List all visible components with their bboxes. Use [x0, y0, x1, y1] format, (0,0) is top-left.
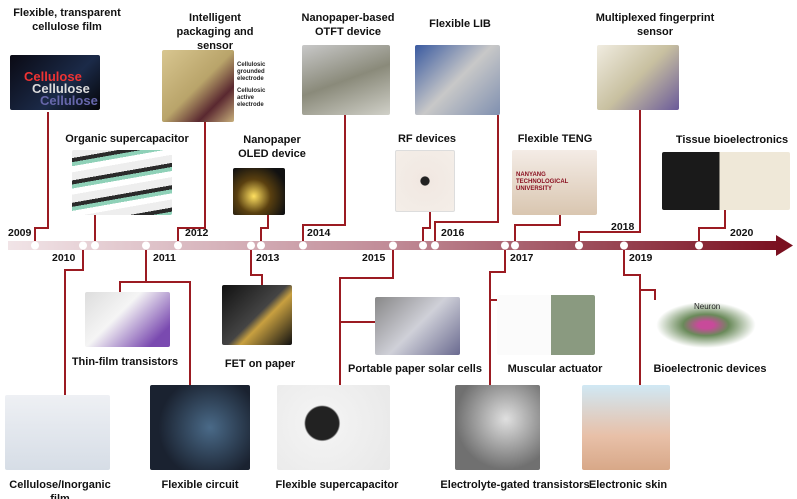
timeline-dot	[419, 241, 427, 250]
label-fingerprint-sensor: Multiplexed fingerprint sensor	[595, 12, 715, 38]
timeline-dot	[91, 241, 99, 250]
image-thin-film-transistors	[85, 292, 170, 347]
year-2020: 2020	[730, 227, 754, 239]
label-inorganic-film: Cellulose/Inorganic film	[9, 479, 111, 499]
label-intelligent-packaging: Intelligent packaging and sensor	[176, 12, 254, 52]
year-2009: 2009	[8, 227, 32, 239]
label-electrolyte-gated-transistors: Electrolyte-gated transistors	[440, 479, 590, 491]
timeline-dot	[247, 241, 255, 250]
timeline-dot	[389, 241, 397, 250]
year-2019: 2019	[629, 252, 653, 264]
timeline-dot	[31, 241, 39, 250]
year-2018: 2018	[611, 221, 635, 233]
year-2011: 2011	[153, 252, 176, 264]
year-2015: 2015	[362, 252, 386, 264]
label-tissue-bioelectronics: Tissue bioelectronics	[675, 134, 789, 146]
timeline-dot	[511, 241, 519, 250]
year-2012: 2012	[185, 227, 209, 239]
year-2014: 2014	[307, 227, 331, 239]
label-flexible-supercapacitor: Flexible supercapacitor	[275, 479, 399, 491]
image-organic-supercapacitor	[72, 150, 172, 215]
timeline-dot	[142, 241, 150, 250]
label-muscular-actuator: Muscular actuator	[507, 363, 603, 375]
label-nanopaper-oled: Nanopaper OLED device	[238, 134, 306, 160]
timeline-dot	[501, 241, 509, 250]
label-flexible-circuit: Flexible circuit	[161, 479, 239, 491]
year-2016: 2016	[441, 227, 465, 239]
timeline-dot	[299, 241, 307, 250]
image-inorganic-film	[5, 395, 110, 470]
image-flexible-teng: NANYANG TECHNOLOGICAL UNIVERSITY	[512, 150, 597, 215]
timeline-dots	[31, 241, 703, 250]
label-fet-on-paper: FET on paper	[224, 358, 296, 370]
connector-lines	[34, 110, 726, 395]
label-cellulose-film: Flexible, transparent cellulose film	[13, 7, 121, 33]
image-flexible-lib	[415, 45, 500, 115]
image-flexible-supercapacitor	[277, 385, 390, 470]
label-nanopaper-otft: Nanopaper-based OTFT device	[301, 12, 395, 38]
image-nanopaper-oled	[233, 168, 285, 215]
image-fet-on-paper	[222, 285, 292, 345]
image-muscular-actuator	[497, 295, 595, 355]
label-electronic-skin: Electronic skin	[588, 479, 668, 491]
year-2013: 2013	[256, 252, 280, 264]
image-intelligent-packaging	[162, 50, 234, 122]
year-2010: 2010	[52, 252, 76, 264]
timeline-dot	[431, 241, 439, 250]
timeline-dot	[575, 241, 583, 250]
label-flexible-teng: Flexible TENG	[517, 133, 593, 145]
image-solar-cells	[375, 297, 460, 355]
image-bioelectronic-devices: Neuron	[652, 300, 760, 350]
label-organic-supercapacitor: Organic supercapacitor	[65, 133, 189, 145]
image-fingerprint-sensor	[597, 45, 679, 110]
image-flexible-circuit	[150, 385, 250, 470]
timeline-dot	[174, 241, 182, 250]
timeline-dot	[257, 241, 265, 250]
label-flexible-lib: Flexible LIB	[429, 18, 491, 30]
timeline-dot	[79, 241, 87, 250]
label-thin-film-transistors: Thin-film transistors	[71, 356, 179, 368]
image-nanopaper-otft	[302, 45, 390, 115]
image-tissue-bioelectronics	[662, 152, 790, 210]
label-rf-devices: RF devices	[397, 133, 457, 145]
image-electrolyte-gated-transistors	[455, 385, 540, 470]
timeline-dot	[695, 241, 703, 250]
timeline-arrowhead	[776, 235, 793, 256]
label-solar-cells: Portable paper solar cells	[348, 363, 482, 375]
image-rf-devices	[395, 150, 455, 212]
annotation-grounded-electrode: Cellulosic grounded electrode	[237, 62, 266, 82]
label-bioelectronic-devices: Bioelectronic devices	[653, 363, 767, 375]
year-2017: 2017	[510, 252, 534, 264]
image-electronic-skin	[582, 385, 670, 470]
timeline-dot	[620, 241, 628, 250]
annotation-active-electrode: Cellulosic active electrode	[237, 88, 266, 108]
image-cellulose-film: Cellulose Cellulose Cellulose	[10, 55, 100, 110]
